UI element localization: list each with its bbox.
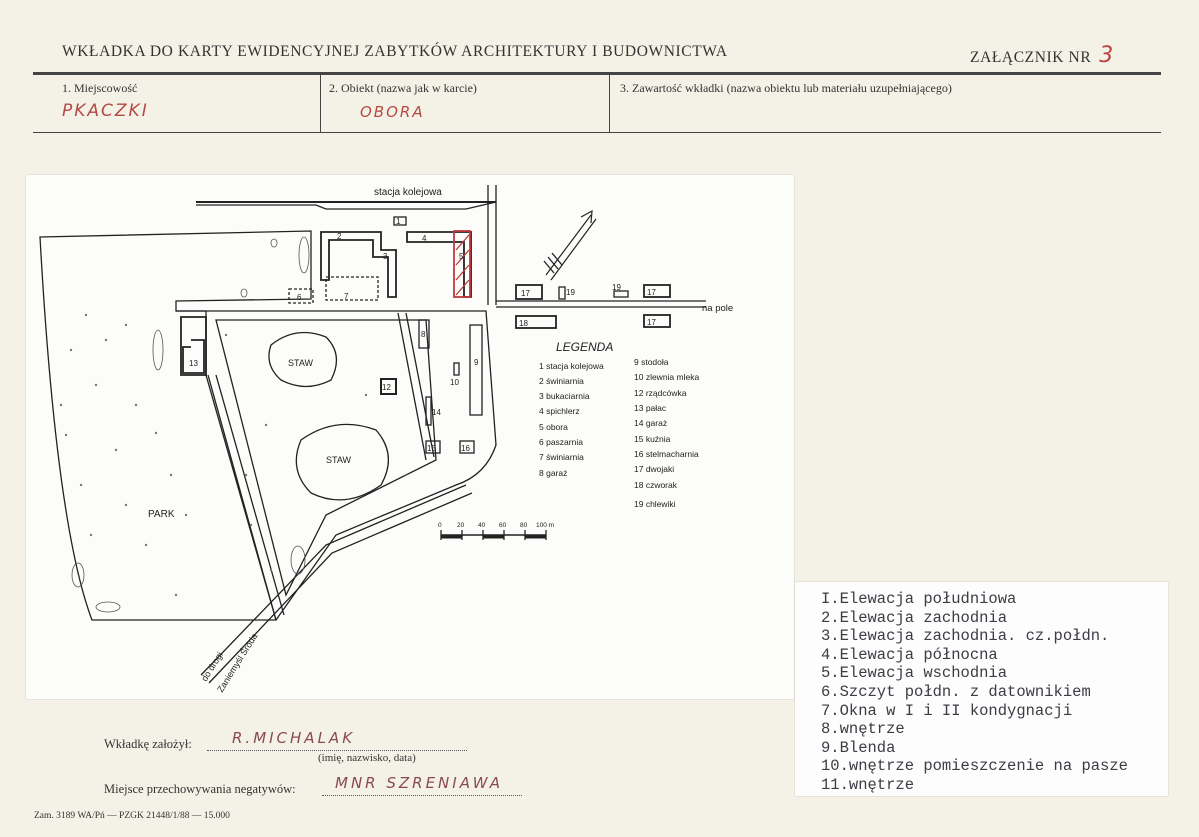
building-number: 2	[337, 232, 342, 241]
building-number: 9	[474, 358, 479, 367]
photo-list-item: 10.wnętrze pomieszczenie na pasze	[821, 757, 1128, 776]
legend-item: 1 stacja kolejowa	[539, 361, 604, 371]
scale-tick: 40	[478, 522, 486, 529]
building-number: 10	[450, 378, 459, 387]
legend-item: 4 spichlerz	[539, 406, 580, 416]
pond-label-2: STAW	[326, 455, 352, 465]
photo-list-item: 11.wnętrze	[821, 775, 915, 794]
legend-item: 8 garaż	[539, 468, 567, 478]
building-number: 12	[382, 383, 391, 392]
negatives-line	[322, 795, 522, 796]
legend-item: 10 zlewnia mleka	[634, 372, 699, 382]
header-rule	[33, 72, 1161, 75]
negatives-value: MNR SZRENIAWA	[335, 774, 504, 792]
created-by-value: R.MICHALAK	[232, 729, 356, 747]
building-number: 17	[521, 289, 530, 298]
building-number: 6	[297, 293, 302, 302]
park-label: PARK	[148, 509, 175, 520]
photo-list-item: 8.wnętrze	[821, 720, 905, 739]
building-number: 3	[383, 252, 388, 261]
legend-item: 17 dwojaki	[634, 464, 674, 474]
scale-tick: 60	[499, 522, 507, 529]
building-number: 18	[519, 319, 528, 328]
legend-title: LEGENDA	[556, 340, 613, 354]
legend-item: 2 świniarnia	[539, 376, 584, 386]
photo-list-item: I.Elewacja południowa	[821, 590, 1017, 608]
photo-list-card: I.Elewacja południowa 2.Elewacja zachodn…	[795, 582, 1168, 796]
place-label: 1. Miejscowość	[62, 81, 138, 95]
object-label: 2. Obiekt (nazwa jak w karcie)	[329, 81, 477, 95]
photo-list-item: 4.Elewacja północna	[821, 645, 998, 664]
attachment-label: ZAŁĄCZNIK NR 3	[970, 43, 1114, 68]
building-number: 14	[432, 408, 441, 417]
legend-item: 7 świniarnia	[539, 452, 584, 462]
building-number: 8	[421, 330, 426, 339]
scale-tick: 20	[457, 522, 465, 529]
legend-item: 19 chlewiki	[634, 499, 676, 509]
created-by-label: Wkładkę założył:	[104, 737, 192, 751]
field-divider-1	[320, 75, 321, 132]
site-plan-map: stacja kolejowa na pole PARK STAW STAW d…	[39, 185, 733, 694]
building-number: 4	[422, 234, 427, 243]
railway-station-label: stacja kolejowa	[374, 187, 442, 198]
legend-item: 9 stodoła	[634, 357, 669, 367]
photo-list-item: 5.Elewacja wschodnia	[821, 664, 1008, 683]
photo-list-item: 9.Blenda	[821, 738, 896, 757]
legend-item: 16 stelmacharnia	[634, 449, 699, 459]
content-label: 3. Zawartość wkładki (nazwa obiektu lub …	[620, 81, 952, 95]
attachment-label-text: ZAŁĄCZNIK NR	[970, 49, 1092, 66]
photo-list-item: 7.Okna w I i II kondygnacji	[821, 701, 1073, 720]
created-by-line	[207, 750, 467, 751]
fields-rule	[33, 132, 1161, 133]
created-by-hint: (imię, nazwisko, data)	[318, 752, 416, 764]
print-info: Zam. 3189 WA/Pń — PZGK 21448/1/88 — 15.0…	[34, 811, 230, 821]
negatives-label: Miejsce przechowywania negatywów:	[104, 782, 296, 796]
road-towns-label: Zaniemyśl Środa	[214, 631, 259, 694]
building-number: 17	[647, 288, 656, 297]
legend-item: 14 garaż	[634, 418, 667, 428]
legend-item: 18 czworak	[634, 480, 678, 490]
photo-list-item: 6.Szczyt połdn. z datownikiem	[821, 682, 1091, 701]
attachment-number: 3	[1099, 43, 1114, 68]
building-number: 1	[396, 217, 401, 226]
building-number: 7	[344, 292, 349, 301]
building-number: 16	[461, 444, 470, 453]
legend-item: 3 bukaciarnia	[539, 391, 590, 401]
scale-tick: 80	[520, 522, 528, 529]
to-field-label: na pole	[702, 303, 733, 314]
building-number: 19	[566, 288, 575, 297]
photo-list-item: 2.Elewacja zachodnia	[821, 608, 1008, 627]
building-number: 5	[459, 252, 464, 261]
object-value: OBORA	[360, 103, 425, 121]
legend-item: 15 kuźnia	[634, 434, 671, 444]
legend-item: 13 pałac	[634, 403, 667, 413]
field-divider-2	[609, 75, 610, 132]
building-number: 19	[612, 283, 621, 292]
place-value: PKACZKI	[62, 101, 149, 121]
photo-list: I.Elewacja południowa 2.Elewacja zachodn…	[821, 590, 1128, 795]
building-number: 17	[647, 318, 656, 327]
scale-tick: 0	[438, 522, 442, 529]
scale-tick: 100 m	[536, 522, 554, 529]
building-number: 13	[189, 359, 198, 368]
pond-label-1: STAW	[288, 358, 314, 368]
legend-item: 12 rządcówka	[634, 388, 687, 398]
legend-item: 5 obora	[539, 422, 568, 432]
form-title: WKŁADKA DO KARTY EWIDENCYJNEJ ZABYTKÓW A…	[62, 43, 728, 60]
building-number: 15	[427, 444, 436, 453]
legend-item: 6 paszarnia	[539, 437, 583, 447]
photo-list-item: 3.Elewacja zachodnia. cz.połdn.	[821, 627, 1110, 646]
site-plan-sheet: stacja kolejowa na pole PARK STAW STAW d…	[26, 175, 794, 699]
